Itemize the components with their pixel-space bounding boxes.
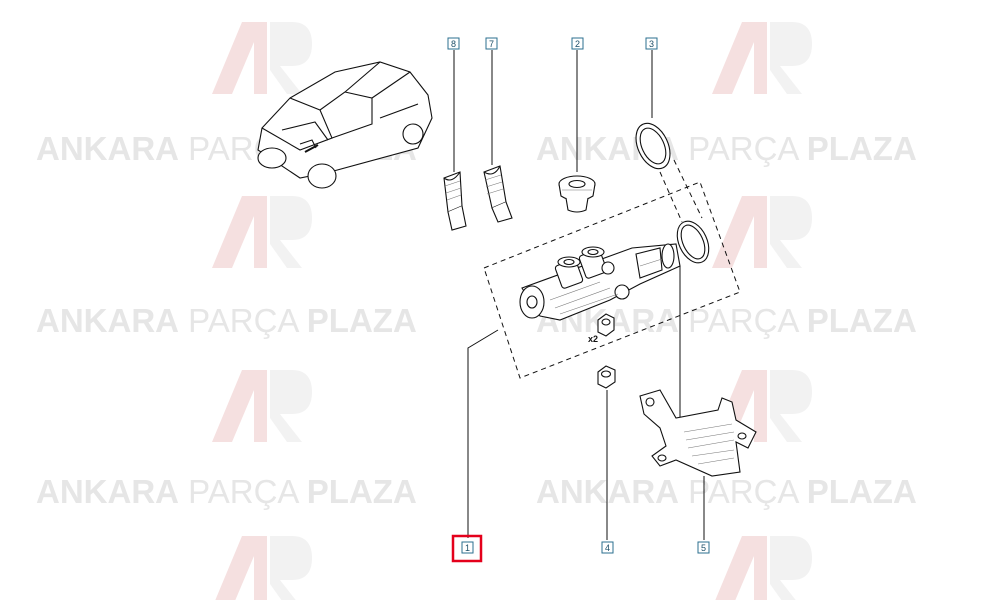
master-cylinder-1 [519,243,681,321]
callout-2[interactable]: 2 [571,37,584,50]
bleed-screw-7 [483,50,513,223]
watermark-logo [215,536,312,600]
callout-label: 4 [605,543,610,553]
nut-4 [597,365,616,540]
callout-label: 7 [489,39,494,49]
quantity-note: x2 [588,334,598,344]
callout-8[interactable]: 8 [447,37,460,50]
callout-label: 2 [575,39,580,49]
small-nut [597,313,615,337]
watermark-logo [712,196,812,268]
leader-1 [467,329,499,538]
watermark-logo [715,536,812,600]
mounting-bracket-5 [639,266,757,540]
callout-3[interactable]: 3 [645,37,658,50]
watermark-text: ANKARA PARÇA PLAZA [36,473,417,510]
callout-1[interactable]: 1 [451,534,483,563]
watermark-logo [212,22,312,94]
watermark-logo [212,370,312,442]
callout-label: 8 [451,39,456,49]
callout-5[interactable]: 5 [697,541,710,554]
o-ring-3 [635,50,710,264]
callout-highlight [451,534,483,563]
callout-7[interactable]: 7 [485,37,498,50]
watermark-logo [212,196,312,268]
watermark-text: ANKARA PARÇA PLAZA [36,302,417,339]
watermark-logo [712,22,812,94]
car-illustration [257,61,433,189]
callout-label: 5 [701,543,706,553]
bleed-screw-8 [443,50,467,231]
watermark-logos [212,22,812,600]
callout-label: 3 [649,39,654,49]
assembly-outline [483,181,741,379]
watermark-text: ANKARA PARÇA PLAZA [536,130,917,167]
watermark-text: ANKARA PARÇA PLAZA [536,473,917,510]
callout-4[interactable]: 4 [601,541,614,554]
callout-label: 1 [465,543,470,553]
watermark-texts: ANKARA PARÇA PLAZA ANKARA PARÇA PLAZA AN… [36,130,917,510]
reservoir-seal-2 [558,50,596,213]
